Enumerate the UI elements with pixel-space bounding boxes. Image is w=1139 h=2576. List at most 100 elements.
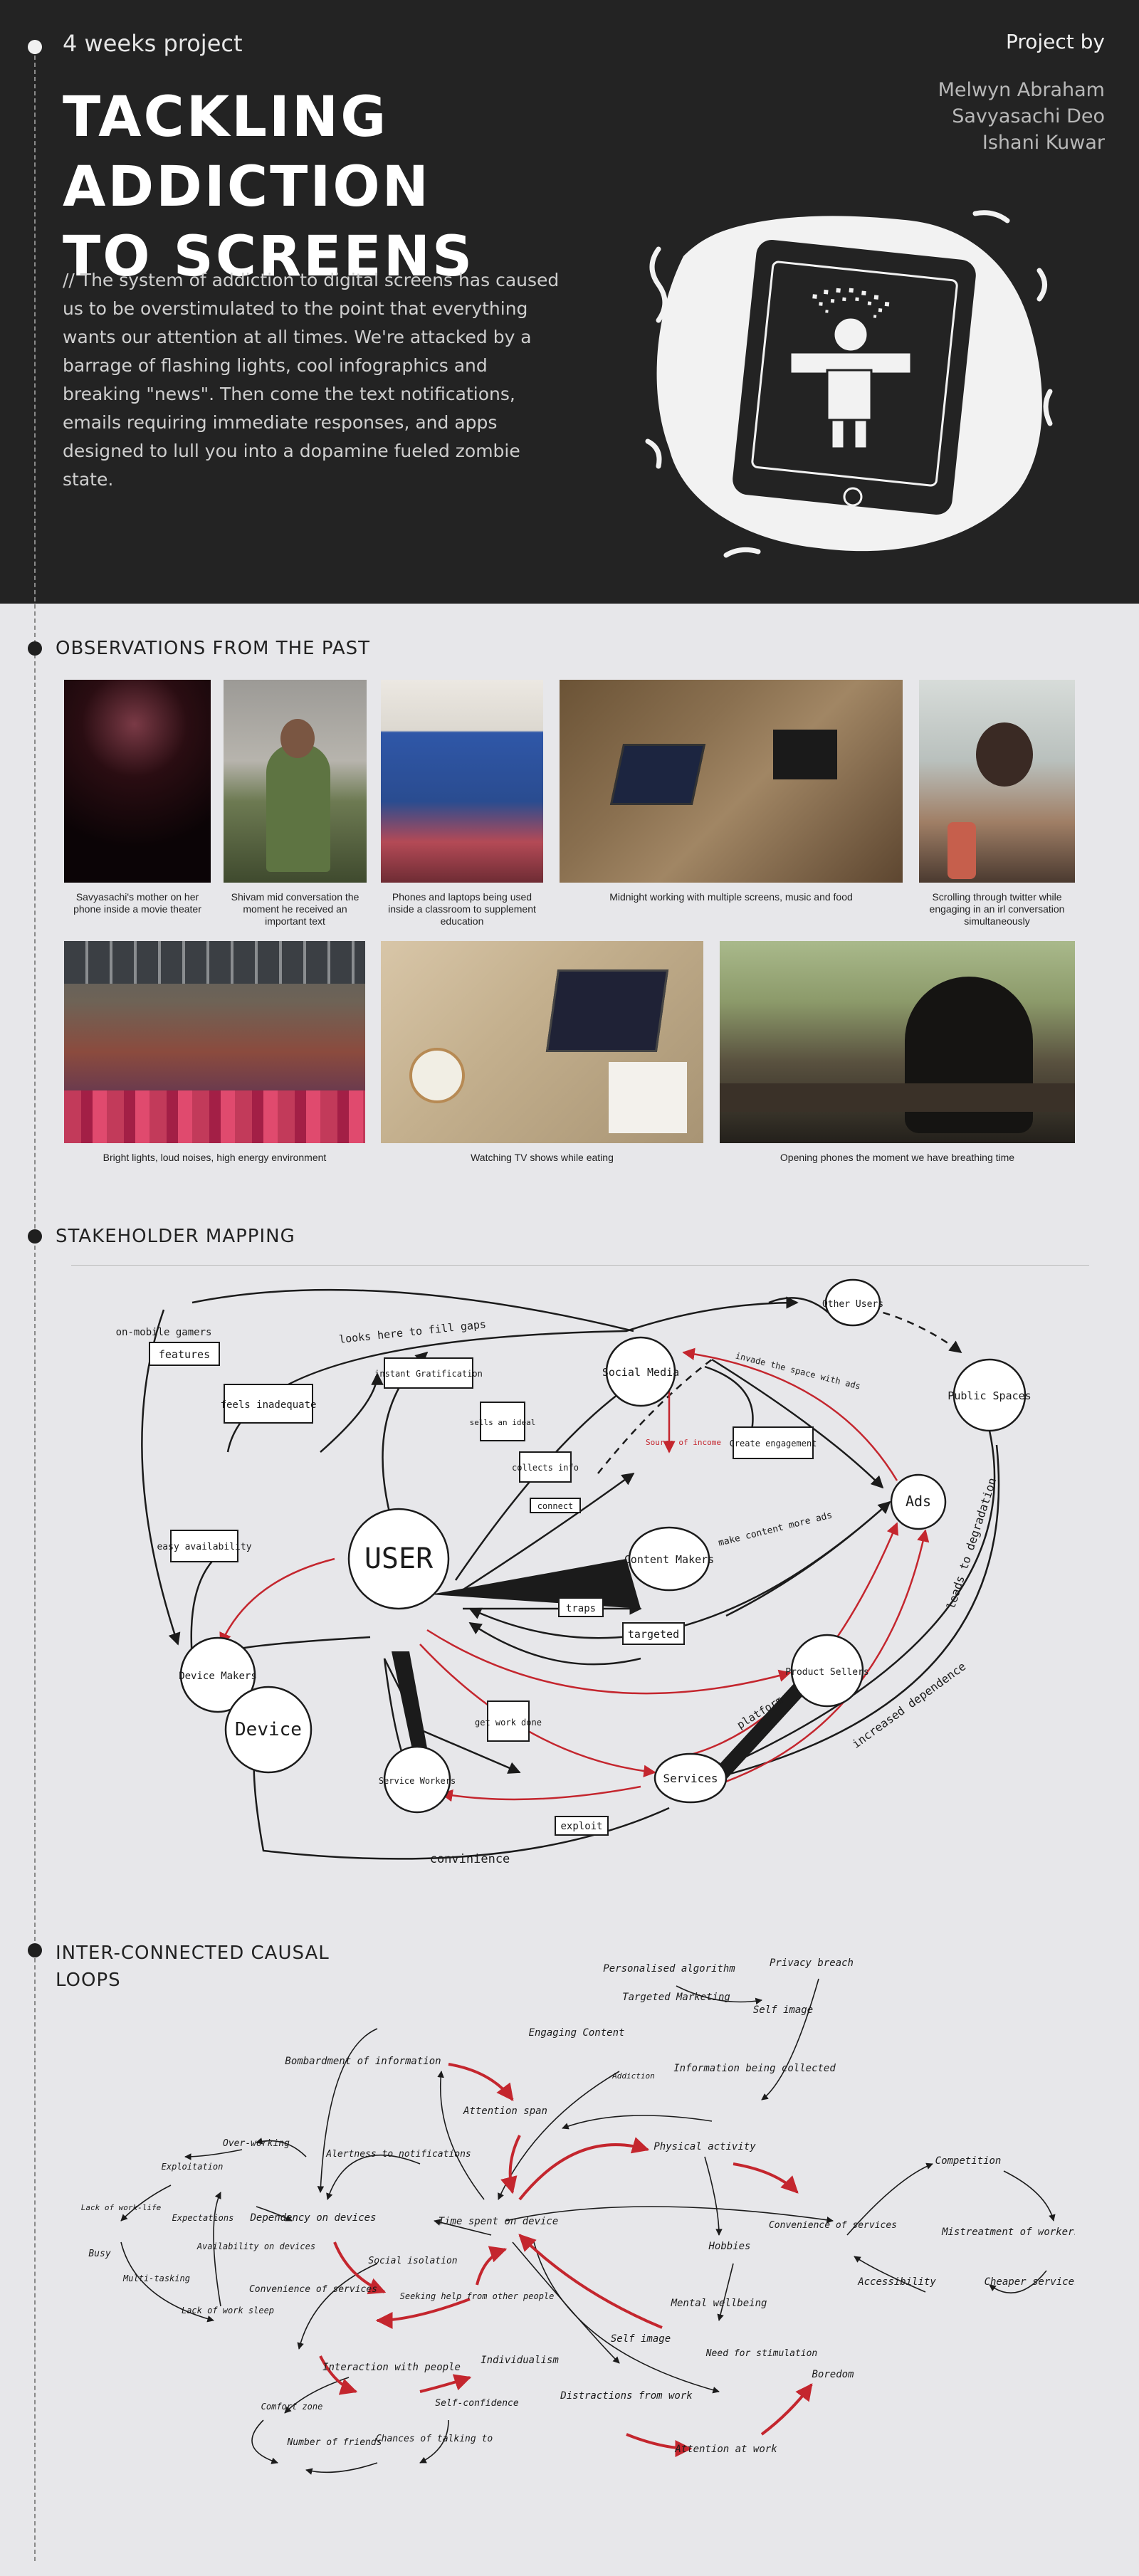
causal-expectations: Expectations	[172, 2213, 234, 2223]
causal-addiction: Addiction	[612, 2071, 655, 2081]
stakeholder-map: USER Social Media Content Makers Ads Pub…	[116, 1278, 1032, 1866]
photo-classroom	[381, 680, 543, 883]
causal-accessibility: Accessibility	[857, 2276, 936, 2288]
causal-title-line-2: LOOPS	[56, 1970, 121, 1991]
causal-physical-activity: Physical activity	[654, 2141, 756, 2152]
causal-comfort-zone: Comfort zone	[261, 2402, 323, 2412]
node-social-media: Social Media	[602, 1366, 679, 1379]
causal-convenience-services-2: Convenience of services	[249, 2284, 377, 2295]
causal-over-working: Over-working	[223, 2138, 290, 2149]
label-traps: traps	[566, 1603, 596, 1614]
timeline-rail	[34, 41, 36, 2561]
causal-social-isolation: Social isolation	[368, 2256, 457, 2266]
causal-mental-wellbeing: Mental wellbeing	[671, 2298, 767, 2309]
label-instant-gratification: instant Gratification	[374, 1369, 483, 1379]
project-by-label: Project by	[1005, 30, 1105, 53]
causal-boredom: Boredom	[812, 2369, 854, 2380]
label-source-income: Source of income	[646, 1438, 721, 1447]
causal-self-image: Self image	[753, 2004, 813, 2016]
node-ads: Ads	[906, 1493, 931, 1510]
causal-attention-work: Attention at work	[674, 2444, 777, 2455]
causal-exploitation: Exploitation	[162, 2162, 224, 2172]
label-features: features	[159, 1348, 210, 1361]
photo-breathing-time	[720, 941, 1075, 1143]
photo-twitter-conversation	[919, 680, 1075, 883]
causal-cheaper-services: Cheaper services	[985, 2276, 1075, 2288]
timeline-dot	[28, 1943, 42, 1957]
causal-privacy-breach: Privacy breach	[770, 1957, 854, 1969]
causal-self-image-2: Self image	[611, 2333, 671, 2345]
causal-busy: Busy	[88, 2249, 110, 2259]
label-on-mobile-gamers: on-mobile gamers	[116, 1327, 212, 1338]
causal-lack-sleep: Lack of work sleep	[182, 2306, 274, 2315]
timeline-dot	[28, 40, 42, 54]
node-product-sellers: Product Sellers	[785, 1667, 868, 1678]
team-members: Melwyn Abraham Savyasachi Deo Ishani Kuw…	[938, 77, 1105, 156]
caption-conversation-text: Shivam mid conversation the moment he re…	[231, 891, 359, 927]
intro-paragraph: // The system of addiction to digital sc…	[63, 270, 560, 490]
label-collects-info: collects info	[512, 1463, 579, 1473]
label-targeted: targeted	[628, 1628, 679, 1641]
causal-individualism: Individualism	[481, 2355, 559, 2366]
causal-bombardment: Bombardment of information	[285, 2056, 441, 2067]
causal-personalised: Personalised algorithm	[603, 1963, 735, 1975]
causal-competition: Competition	[935, 2155, 1002, 2167]
causal-need-stimulation: Need for stimulation	[705, 2348, 818, 2359]
causal-availability: Availability on devices	[196, 2241, 315, 2251]
label-exploit: exploit	[560, 1821, 602, 1832]
label-create-engagement: Create engagement	[730, 1439, 817, 1449]
project-duration: 4 weeks project	[63, 30, 243, 57]
title-line-1: TACKLING ADDICTION	[63, 85, 431, 219]
causal-mistreatment: Mistreatment of workers	[941, 2227, 1075, 2238]
node-public-spaces: Public Spaces	[948, 1389, 1031, 1402]
causal-dependency: Dependency on devices	[249, 2212, 376, 2224]
node-device-makers: Device Makers	[179, 1671, 257, 1682]
label-connect: connect	[537, 1501, 574, 1511]
member-name: Melwyn Abraham	[938, 79, 1105, 101]
caption-midnight-working: Midnight working with multiple screens, …	[609, 891, 853, 903]
causal-alertness: Alertness to notifications	[325, 2149, 471, 2160]
causal-number-friends: Number of friends	[286, 2437, 382, 2448]
causal-loop-diagram: Personalised algorithm Targeted Marketin…	[81, 1957, 1075, 2475]
member-name: Ishani Kuwar	[982, 132, 1105, 154]
caption-classroom: Phones and laptops being used inside a c…	[388, 891, 536, 927]
label-sells-ideal: sells an ideal	[470, 1418, 536, 1427]
causal-attention-span: Attention span	[463, 2106, 547, 2117]
node-services: Services	[663, 1772, 718, 1785]
hero-section: 4 weeks project TACKLING ADDICTION TO SC…	[0, 0, 1139, 604]
causal-targeted-marketing: Targeted Marketing	[622, 1992, 730, 2003]
causal-chances-talking: Chances of talking to	[376, 2434, 493, 2444]
photo-movie-theater	[64, 680, 211, 883]
causal-engaging-content: Engaging Content	[529, 2027, 625, 2039]
causal-info-collected: Information being collected	[673, 2063, 836, 2074]
photo-conversation-text	[224, 680, 367, 883]
causal-lack-work-life: Lack of work-life	[81, 2203, 162, 2212]
photo-midnight-working	[560, 680, 903, 883]
caption-breathing-time: Opening phones the moment we have breath…	[780, 1152, 1015, 1163]
label-feels-inadequate: feels inadequate	[221, 1399, 317, 1411]
label-convinience: convinience	[430, 1852, 510, 1866]
caption-movie-theater: Savyasachi's mother on her phone inside …	[73, 891, 201, 915]
node-other-users: Other Users	[822, 1299, 883, 1310]
causal-title: INTER-CONNECTED CAUSAL LOOPS	[56, 1940, 330, 1994]
label-get-work-done: get work done	[475, 1718, 542, 1728]
observations-title: OBSERVATIONS FROM THE PAST	[56, 638, 371, 659]
causal-self-confidence: Self-confidence	[435, 2398, 519, 2409]
caption-twitter-conversation: Scrolling through twitter while engaging…	[929, 891, 1065, 927]
member-name: Savyasachi Deo	[952, 105, 1105, 127]
causal-time-spent: Time spent on device	[439, 2216, 559, 2227]
causal-multi-tasking: Multi-tasking	[122, 2273, 190, 2283]
label-leads-degradation: leads to degradation	[944, 1476, 999, 1611]
timeline-dot	[28, 641, 42, 656]
timeline-dot	[28, 1229, 42, 1244]
causal-hobbies: Hobbies	[708, 2241, 750, 2252]
causal-convenience-services: Convenience of services	[769, 2220, 897, 2231]
title-line-2: TO SCREENS	[63, 225, 475, 289]
label-easy-availability: easy availability	[157, 1542, 251, 1552]
node-device: Device	[235, 1719, 302, 1740]
photo-tv-while-eating	[381, 941, 703, 1143]
stakeholder-title: STAKEHOLDER MAPPING	[56, 1226, 295, 1247]
caption-market: Bright lights, loud noises, high energy …	[103, 1152, 327, 1163]
causal-distractions: Distractions from work	[560, 2390, 693, 2402]
node-user: USER	[364, 1542, 434, 1575]
